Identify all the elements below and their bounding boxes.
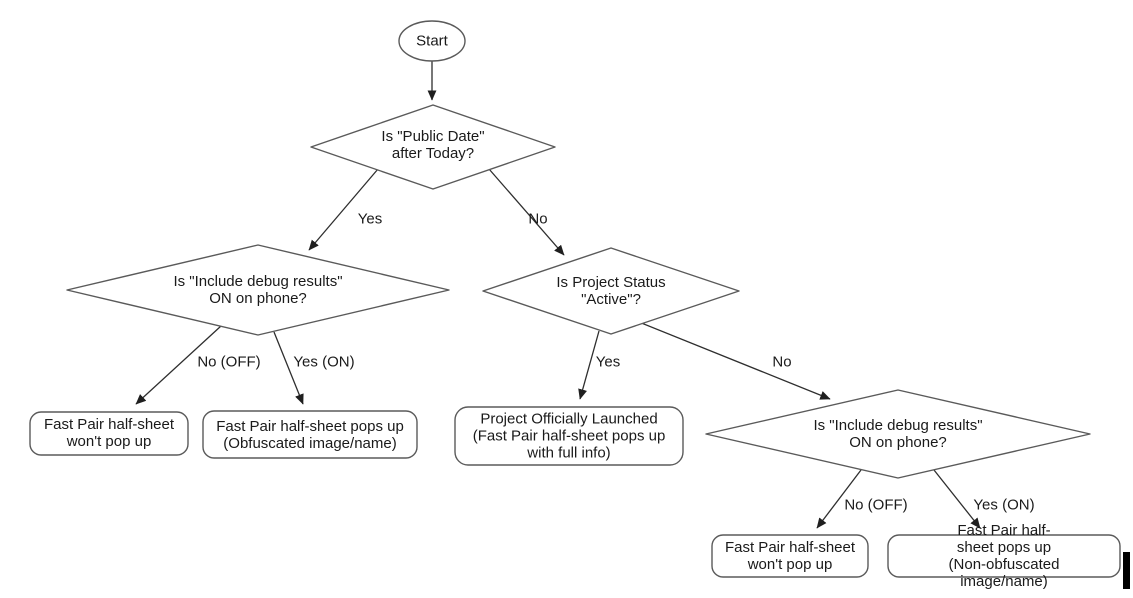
start-node (398, 20, 466, 62)
decision-debug-left-diamond (66, 244, 450, 336)
result-no-popup-right-box (711, 534, 869, 578)
edge-no-to-debug-right (633, 319, 831, 400)
decision-project-status-diamond (482, 247, 740, 335)
edge-yes-on-to-non-obfuscated (933, 469, 981, 529)
decision-debug-right-diamond (705, 389, 1091, 479)
edge-no-off-to-wont-popup-right (816, 469, 862, 529)
edge-yes-to-launched (578, 330, 600, 400)
result-no-popup-left-box (29, 411, 189, 456)
decision-public-date-diamond (310, 104, 556, 190)
edge-no-off-to-wont-popup-left (135, 325, 222, 405)
edge-yes-to-debug-left (308, 168, 379, 251)
result-non-obfuscated-box (887, 534, 1121, 578)
text-cursor-artifact (1123, 552, 1130, 589)
result-launched-box (454, 406, 684, 466)
result-obfuscated-box (202, 410, 418, 459)
edge-yes-on-to-obfuscated (273, 331, 304, 405)
edge-no-to-project-status (488, 168, 565, 256)
